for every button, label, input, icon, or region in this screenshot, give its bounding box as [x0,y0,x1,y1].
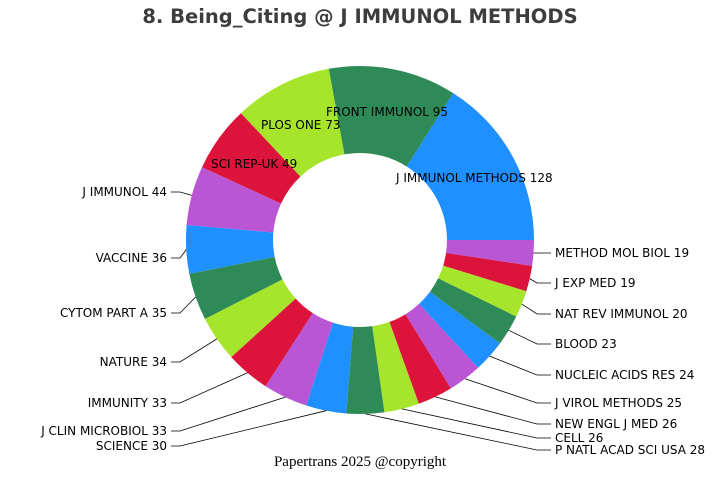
leader-line-nature [171,338,218,363]
slice-label-p-natl-acad-sci-usa: P NATL ACAD SCI USA 28 [555,443,705,457]
leader-line-j-immunol [171,191,192,196]
pie-slice-vaccine [185,225,275,274]
leader-line-j-virol-methods [464,378,551,404]
slice-label-j-immunol: J IMMUNOL 44 [81,185,167,199]
pie-slice-nat-rev-immunol [438,265,527,317]
slice-label-plos-one: PLOS ONE 73 [261,118,340,132]
leader-line-science [171,410,327,447]
pie-slice-p-natl-acad-sci-usa [346,326,385,415]
slice-label-immunity: IMMUNITY 33 [88,396,167,410]
pie-slice-method-mol-biol [446,240,535,266]
slice-label-nature: NATURE 34 [100,355,167,369]
slice-label-blood: BLOOD 23 [555,337,617,351]
leader-lines-group [171,191,551,451]
pie-slice-nucleic-acids-res [419,291,500,368]
slice-label-new-engl-j-med: NEW ENGL J MED 26 [555,417,677,431]
slice-label-cell: CELL 26 [555,431,603,445]
leader-line-immunity [171,372,248,404]
pie-slice-cell [372,321,419,413]
pie-slice-j-virol-methods [405,303,479,389]
leader-line-new-engl-j-med [435,396,551,425]
leader-line-vaccine [171,249,187,259]
pie-slices-group [185,65,535,415]
leader-line-p-natl-acad-sci-usa [365,413,551,451]
slice-label-sci-rep-uk: SCI REP-UK 49 [211,157,297,171]
slice-label-nat-rev-immunol: NAT REV IMMUNOL 20 [555,307,688,321]
leader-line-blood [508,329,551,345]
copyright-note: Papertrans 2025 @copyright [273,454,447,470]
pie-slice-immunity [231,298,313,387]
pie-slice-j-immunol [186,167,281,233]
pie-slice-j-immunol-methods [406,93,534,240]
slice-label-j-exp-med: J EXP MED 19 [554,276,635,290]
pie-slice-science [306,322,354,414]
leader-line-nucleic-acids-res [489,355,551,376]
slice-label-nucleic-acids-res: NUCLEIC ACIDS RES 24 [555,368,694,382]
pie-slice-new-engl-j-med [389,314,451,404]
slice-label-vaccine: VACCINE 36 [96,251,167,265]
leader-line-nat-rev-immunol [521,303,551,315]
pie-slice-j-clin-microbiol [265,313,334,406]
pie-slice-blood [430,278,517,344]
pie-slice-sci-rep-uk [202,113,301,204]
pie-slice-j-exp-med [443,252,533,292]
chart-title: 8. Being_Citing @ J IMMUNOL METHODS [142,5,578,28]
slice-labels-group: J IMMUNOL METHODS 128 FRONT IMMUNOL 95PLO… [40,105,705,457]
leader-line-j-clin-microbiol [171,396,286,432]
pie-slice-plos-one [240,68,345,177]
slice-label-j-virol-methods: J VIROL METHODS 25 [554,396,682,410]
leader-line-cytom-part-a [171,296,196,314]
leader-line-j-exp-med [529,278,551,284]
slice-label-j-clin-microbiol: J CLIN MICROBIOL 33 [40,424,167,438]
pie-slice-cytom-part-a [189,257,283,319]
pie-slice-nature [205,279,296,358]
pie-slice-front-immunol [328,65,454,167]
slice-label-cytom-part-a: CYTOM PART A 35 [60,306,167,320]
slice-label-j-immunol-methods: J IMMUNOL METHODS 128 [395,171,553,185]
slice-label-front-immunol: FRONT IMMUNOL 95 [326,105,448,119]
slice-label-science: SCIENCE 30 [96,439,167,453]
slice-label-method-mol-biol: METHOD MOL BIOL 19 [555,246,689,260]
leader-line-cell [401,408,551,439]
